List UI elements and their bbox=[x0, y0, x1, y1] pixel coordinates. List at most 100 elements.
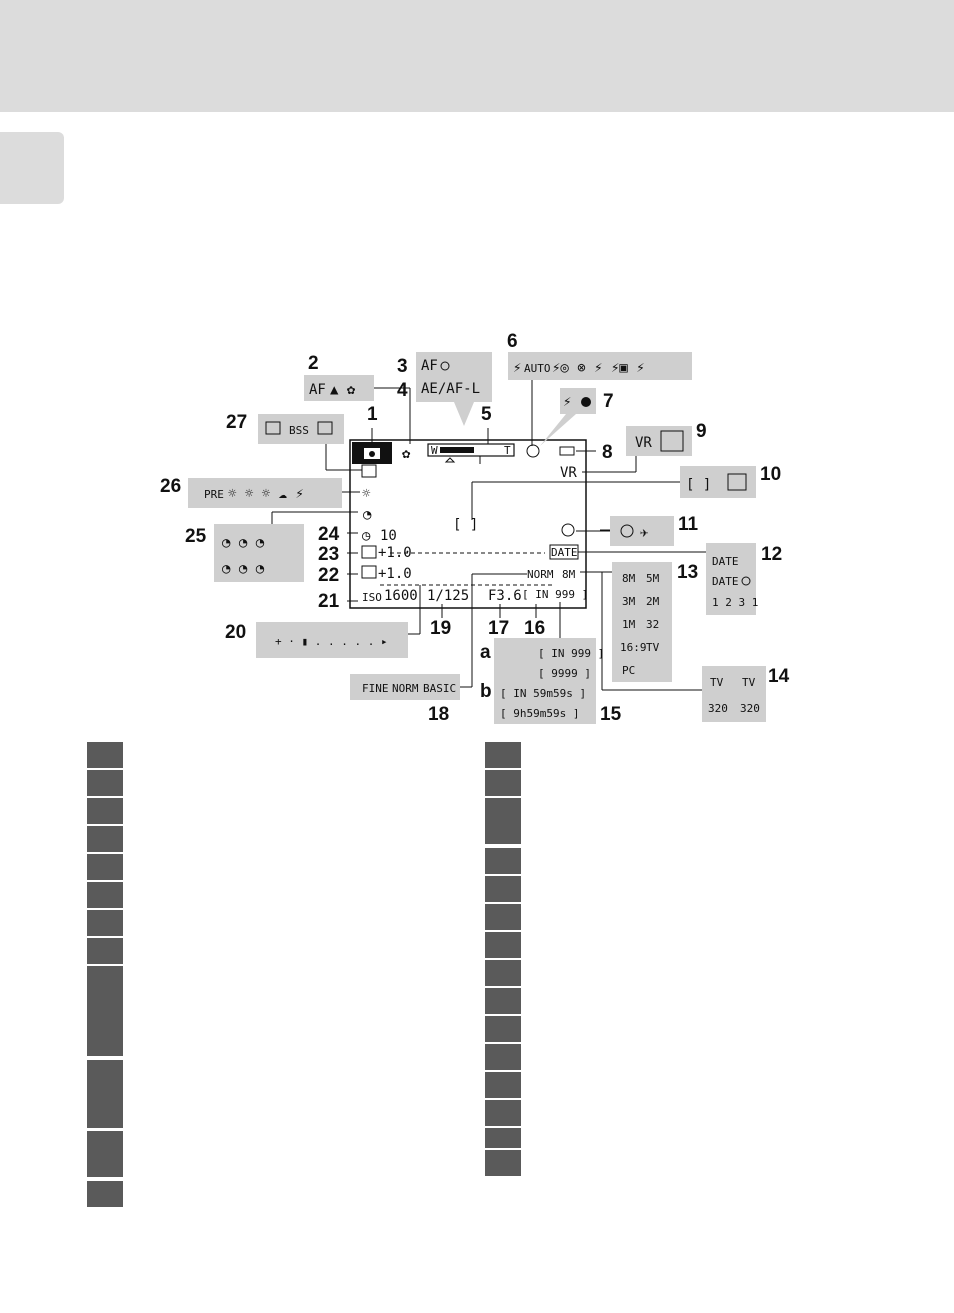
svg-text:9: 9 bbox=[696, 421, 707, 442]
focus-area-box bbox=[680, 466, 756, 498]
svg-text:TV: TV bbox=[710, 676, 724, 689]
ae-af-lock-label: AE/AF-L bbox=[421, 381, 480, 397]
table-row-marker bbox=[485, 876, 521, 902]
svg-text:NORM: NORM bbox=[392, 682, 419, 695]
svg-text:6: 6 bbox=[507, 331, 518, 352]
table-row-marker bbox=[87, 1181, 123, 1207]
zoom-t-label: T bbox=[504, 444, 511, 457]
svg-text:8M: 8M bbox=[622, 572, 636, 585]
image-size-indicator: 8M bbox=[562, 568, 576, 581]
table-row-marker bbox=[87, 910, 123, 936]
movie-options-box bbox=[702, 666, 766, 722]
svg-text:1: 1 bbox=[367, 404, 378, 425]
svg-text:◔ ◔ ◔: ◔ ◔ ◔ bbox=[222, 561, 265, 577]
color-options-icon: ◔ bbox=[363, 507, 372, 523]
table-row-marker bbox=[485, 1128, 521, 1148]
header-band bbox=[0, 0, 954, 112]
vr-box-label: VR bbox=[635, 435, 652, 451]
self-timer-value: 10 bbox=[380, 528, 397, 544]
aperture: F3.6 bbox=[488, 588, 522, 604]
table-row-marker bbox=[87, 826, 123, 852]
svg-text:22: 22 bbox=[318, 565, 339, 586]
table-row-marker bbox=[485, 1150, 521, 1176]
continuous-icon bbox=[361, 464, 377, 478]
table-row-marker bbox=[87, 1060, 123, 1128]
af-mode-box bbox=[304, 375, 374, 401]
zoom-indicator bbox=[427, 443, 515, 457]
macro-icon: ✿ bbox=[402, 446, 411, 462]
svg-text:20: 20 bbox=[225, 622, 246, 643]
date-imprint-box bbox=[706, 543, 756, 615]
svg-text:3M: 3M bbox=[622, 595, 636, 608]
svg-text:8: 8 bbox=[602, 442, 613, 463]
svg-text:b: b bbox=[480, 681, 492, 702]
svg-text:16:9: 16:9 bbox=[620, 641, 647, 654]
exposure-comp-value: +1.0 bbox=[378, 566, 412, 582]
svg-text:14: 14 bbox=[768, 666, 790, 687]
table-row-marker bbox=[87, 1131, 123, 1177]
svg-text:320: 320 bbox=[740, 702, 760, 715]
svg-text:18: 18 bbox=[428, 704, 449, 725]
focus-area: [ ] bbox=[453, 517, 478, 533]
table-row-marker bbox=[485, 1016, 521, 1042]
svg-text:PRE: PRE bbox=[204, 488, 224, 501]
svg-text:1M: 1M bbox=[622, 618, 636, 631]
svg-text:5M: 5M bbox=[646, 572, 660, 585]
svg-text:a: a bbox=[480, 642, 491, 663]
remaining-card: [ 9999 ] bbox=[538, 667, 591, 680]
white-balance-icon: ☼ bbox=[362, 486, 371, 502]
table-row-marker bbox=[87, 770, 123, 796]
svg-text:10: 10 bbox=[760, 464, 781, 485]
svg-text:12: 12 bbox=[761, 544, 782, 565]
svg-text:PC: PC bbox=[622, 664, 635, 677]
table-row-marker bbox=[485, 742, 521, 768]
date-counter: 1 2 3 1 bbox=[712, 596, 758, 609]
svg-text:19: 19 bbox=[430, 618, 451, 639]
svg-text:5: 5 bbox=[481, 404, 492, 425]
svg-text:BASIC: BASIC bbox=[423, 682, 456, 695]
table-row-marker bbox=[87, 798, 123, 824]
flash-exposure-value: +1.0 bbox=[378, 545, 412, 561]
svg-text:25: 25 bbox=[185, 526, 207, 547]
image-quality-indicator: NORM bbox=[527, 568, 554, 581]
date-not-set-icon bbox=[561, 523, 575, 537]
table-row-marker bbox=[485, 798, 521, 844]
exposures-remaining: [ IN 999 ] bbox=[522, 588, 588, 601]
shutter-speed: 1/125 bbox=[427, 588, 469, 604]
battery-icon bbox=[559, 446, 575, 456]
table-row-marker bbox=[485, 1044, 521, 1070]
svg-text:32: 32 bbox=[646, 618, 659, 631]
image-size-box bbox=[612, 562, 672, 682]
iso-value: 1600 bbox=[384, 588, 418, 604]
table-row-marker bbox=[485, 988, 521, 1014]
image-quality-box bbox=[350, 674, 460, 700]
af-indicator-label: AF bbox=[421, 358, 438, 374]
zoom-w-label: W bbox=[431, 444, 438, 457]
iso-label: ISO bbox=[362, 591, 382, 604]
svg-text:TV: TV bbox=[646, 641, 660, 654]
flash-mode-box bbox=[508, 352, 692, 380]
svg-text:320: 320 bbox=[708, 702, 728, 715]
movie-time-internal: [ IN 59m59s ] bbox=[500, 687, 586, 700]
remaining-exposures-box bbox=[494, 638, 596, 724]
monitor-frame bbox=[349, 439, 587, 609]
svg-text:⚡: ⚡ bbox=[563, 394, 571, 410]
svg-text:13: 13 bbox=[677, 562, 698, 583]
svg-text:23: 23 bbox=[318, 544, 339, 565]
ae-af-lock-box bbox=[416, 352, 492, 402]
svg-text:21: 21 bbox=[318, 591, 340, 612]
svg-text:17: 17 bbox=[488, 618, 509, 639]
svg-text:⚡◎ ⊗ ⚡ ⚡▣ ⚡: ⚡◎ ⊗ ⚡ ⚡▣ ⚡ bbox=[552, 360, 645, 376]
svg-text:11: 11 bbox=[678, 514, 699, 535]
svg-text:27: 27 bbox=[226, 412, 247, 433]
svg-text:+ · ▮ . . . . . ▸: + · ▮ . . . . . ▸ bbox=[275, 635, 388, 648]
svg-text:15: 15 bbox=[600, 704, 622, 725]
table-row-marker bbox=[87, 882, 123, 908]
svg-text:[ ]: [ ] bbox=[686, 477, 711, 493]
table-row-marker bbox=[87, 854, 123, 880]
color-options-box bbox=[214, 524, 304, 582]
svg-text:4: 4 bbox=[397, 380, 408, 401]
table-row-marker bbox=[485, 932, 521, 958]
exposure-comp-icon bbox=[361, 565, 377, 579]
